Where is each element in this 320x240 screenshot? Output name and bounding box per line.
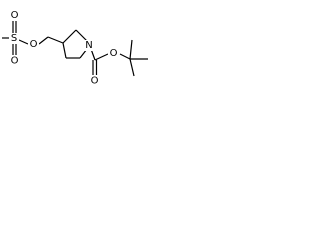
atom-sulfur: S <box>11 33 17 44</box>
atom-oxygen-sulfonyl-top: O <box>11 10 19 21</box>
bond-c-o-carbamate <box>94 53 109 61</box>
bond-c3-c2 <box>62 29 77 44</box>
bond-o-tbu <box>119 53 131 60</box>
bond-c2-n <box>75 29 88 42</box>
bond-c4-c3 <box>62 42 67 59</box>
bond-s-o-ester <box>18 39 29 45</box>
structure-canvas: S O O O N O O <box>2 10 148 87</box>
atom-oxygen-carbamate: O <box>110 48 118 59</box>
atom-nitrogen: N <box>85 40 92 51</box>
atom-oxygen-carbonyl: O <box>91 76 99 87</box>
bond-ch2-c3 <box>47 36 64 44</box>
bond-tbu-methyl-up <box>129 39 133 60</box>
atom-oxygen-sulfonyl-bottom: O <box>11 56 19 67</box>
atom-labels: S O O O N O O <box>9 10 119 87</box>
bond-o-ch2 <box>38 36 49 45</box>
bond-tbu-methyl-down <box>129 58 135 77</box>
atom-oxygen-ester: O <box>30 39 38 50</box>
bonds <box>2 21 148 77</box>
